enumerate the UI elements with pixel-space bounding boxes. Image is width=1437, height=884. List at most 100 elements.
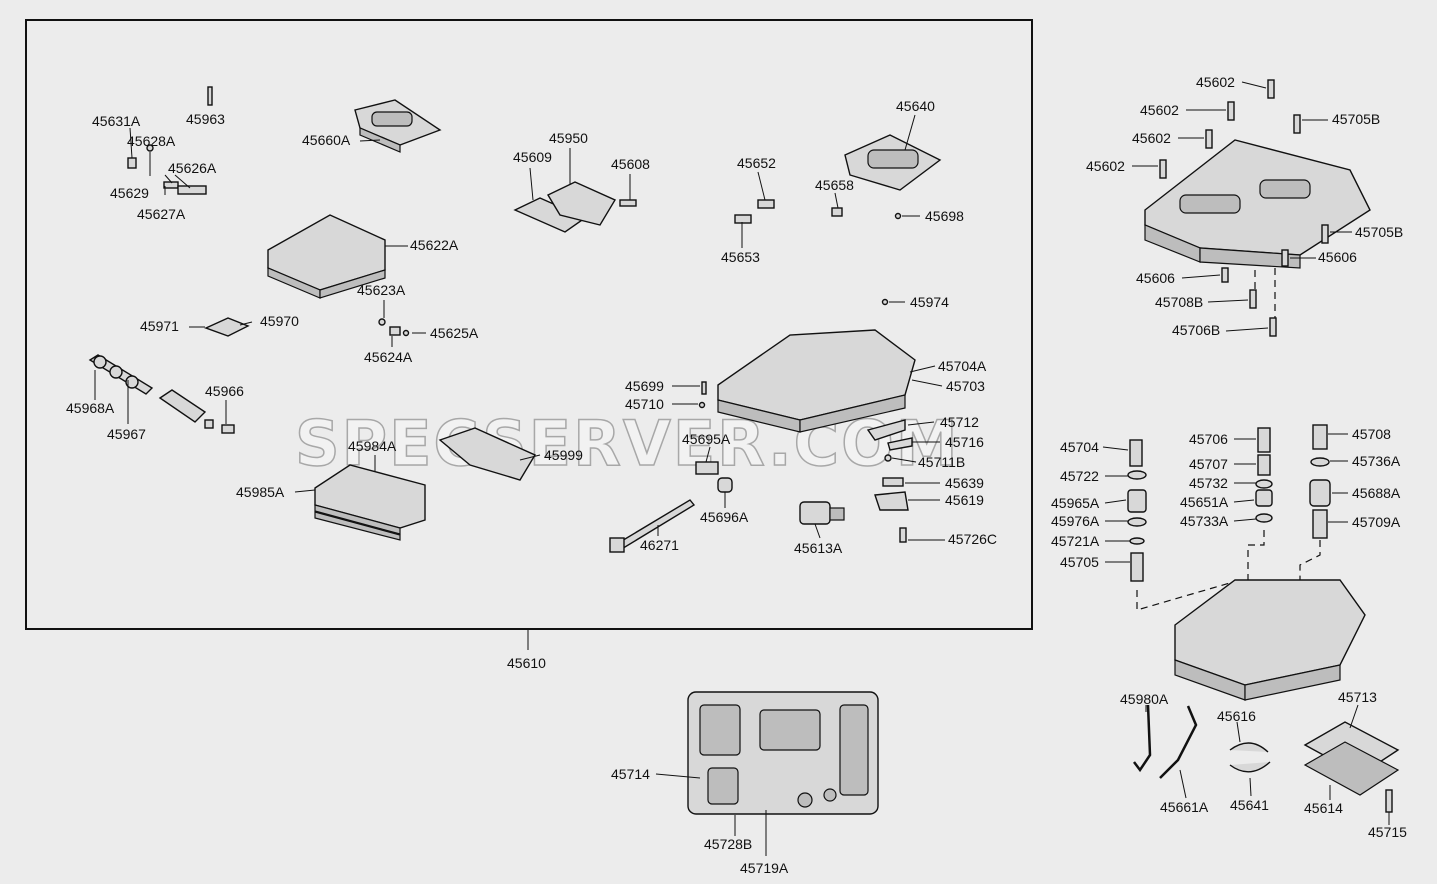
manual-valve-head [609, 537, 625, 553]
plug-45651A [1255, 489, 1273, 507]
label-45708: 45708 [1352, 426, 1391, 442]
spring-45966 [221, 424, 235, 434]
label-45696A: 45696A [700, 509, 749, 525]
ball-part [146, 144, 154, 152]
label-45602-c: 45602 [1132, 130, 1171, 146]
oring-45976A [1127, 517, 1147, 527]
label-45970: 45970 [260, 313, 299, 329]
bolt-45706B [1269, 317, 1277, 337]
pin-45658 [831, 207, 843, 217]
label-45703: 45703 [946, 378, 985, 394]
label-45606-a: 45606 [1318, 249, 1357, 265]
label-45660A: 45660A [302, 132, 351, 148]
label-45705: 45705 [1060, 554, 1099, 570]
label-45609: 45609 [513, 149, 552, 165]
label-45627A: 45627A [137, 206, 186, 222]
bracket-45712 [866, 419, 906, 441]
clip-45616 [1229, 742, 1269, 753]
label-45629: 45629 [110, 185, 149, 201]
spring-45707 [1257, 454, 1271, 476]
separator-block-45660A [354, 99, 442, 153]
bracket-45716 [887, 437, 913, 451]
clip-45641 [1229, 761, 1271, 773]
valve-pin-part [177, 185, 207, 195]
plug-45688A [1309, 479, 1331, 507]
pin-part [207, 86, 213, 106]
plug-45696A [717, 477, 733, 493]
label-46271: 46271 [640, 537, 679, 553]
label-45722: 45722 [1060, 468, 1099, 484]
part-labels: 45631A 45628A 45626A 45629 45627A 45963 … [66, 74, 1407, 876]
filter-45713-45614 [1303, 721, 1400, 796]
label-45619: 45619 [945, 492, 984, 508]
label-45736A: 45736A [1352, 453, 1401, 469]
label-45653: 45653 [721, 249, 760, 265]
label-45714: 45714 [611, 766, 650, 782]
bolt-45602-d [1159, 159, 1167, 179]
label-45640: 45640 [896, 98, 935, 114]
spring-45704 [1129, 439, 1143, 467]
oring-45733A [1255, 513, 1273, 523]
clip-45639 [882, 477, 904, 487]
label-45976A: 45976A [1051, 513, 1100, 529]
separator-plate-45999 [438, 427, 537, 481]
plug-45965A [1127, 489, 1147, 513]
plug-45966 [204, 419, 214, 429]
ring-45721A [1129, 537, 1145, 545]
bolt-45708B [1249, 289, 1257, 309]
label-45707: 45707 [1189, 456, 1228, 472]
label-45639: 45639 [945, 475, 984, 491]
leader-lines [94, 81, 1390, 856]
label-45713: 45713 [1338, 689, 1377, 705]
separator-plate-45714 [687, 691, 879, 815]
label-45610: 45610 [507, 655, 546, 671]
label-45708B: 45708B [1155, 294, 1203, 310]
spring-45695A [695, 461, 719, 475]
label-45974: 45974 [910, 294, 949, 310]
upper-valve-body-45704A [717, 329, 916, 433]
lower-valve-body-right [1174, 579, 1366, 701]
bolt-45602-a [1267, 79, 1275, 99]
label-45705B-a: 45705B [1332, 111, 1380, 127]
label-45698: 45698 [925, 208, 964, 224]
label-45622A: 45622A [410, 237, 459, 253]
label-45652: 45652 [737, 155, 776, 171]
spring-45705 [1130, 552, 1144, 582]
bracket-45619 [874, 491, 909, 511]
label-45613A: 45613A [794, 540, 843, 556]
label-45984A: 45984A [348, 438, 397, 454]
label-45651A: 45651A [1180, 494, 1229, 510]
ball-45974 [881, 298, 889, 306]
pin-45652 [757, 199, 775, 209]
label-45728B: 45728B [704, 836, 752, 852]
label-45606-b: 45606 [1136, 270, 1175, 286]
label-45715: 45715 [1368, 824, 1407, 840]
bolt-45606-a [1281, 249, 1289, 267]
label-45726C: 45726C [948, 531, 997, 547]
label-45711B: 45711B [918, 454, 965, 470]
label-45706B: 45706B [1172, 322, 1220, 338]
spring-45709A [1312, 509, 1328, 539]
label-45721A: 45721A [1051, 533, 1100, 549]
spring-45624A [389, 326, 401, 336]
label-45625A: 45625A [430, 325, 479, 341]
label-45641: 45641 [1230, 797, 1269, 813]
label-45626A: 45626A [168, 160, 217, 176]
assembly-frame [25, 19, 1033, 630]
bolt-45606-b [1221, 267, 1229, 283]
label-45658: 45658 [815, 177, 854, 193]
label-45623A: 45623A [357, 282, 406, 298]
valve-plate-45622A [267, 214, 386, 299]
valve-stem-45968A [88, 354, 154, 395]
spring-45653 [734, 214, 752, 224]
ball-45710 [698, 401, 706, 409]
label-45616: 45616 [1217, 708, 1256, 724]
label-45631A: 45631A [92, 113, 141, 129]
label-45733A: 45733A [1180, 513, 1229, 529]
bolt-45726C [899, 527, 907, 543]
bolt-45715 [1385, 789, 1393, 813]
label-45709A: 45709A [1352, 514, 1401, 530]
spring-45706 [1257, 427, 1271, 453]
bolt-45705B-a [1293, 114, 1301, 134]
